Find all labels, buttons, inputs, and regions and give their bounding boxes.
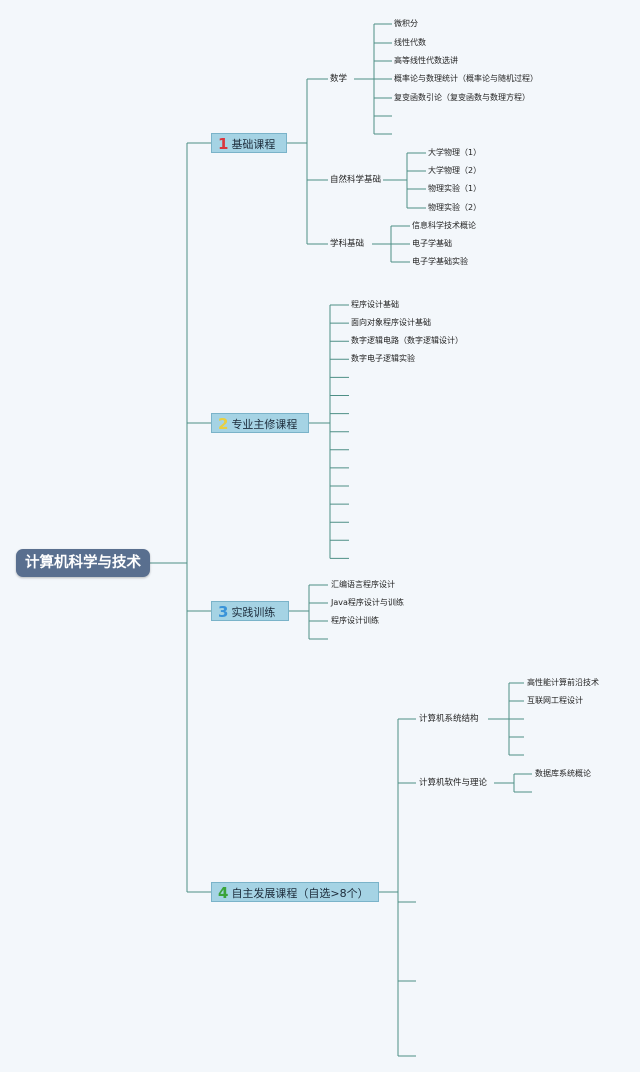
list-item: 程序设计基础 bbox=[351, 300, 399, 309]
section-number: 1 bbox=[218, 135, 229, 153]
group-software-theory: 计算机软件与理论 bbox=[419, 778, 488, 788]
list-item: 数据库系统概论 bbox=[535, 769, 591, 778]
list-item: 微积分 bbox=[394, 19, 418, 28]
list-item: 互联网工程设计 bbox=[527, 696, 583, 705]
list-item: 高等线性代数选讲 bbox=[394, 56, 458, 65]
section-label: 专业主修课程 bbox=[231, 418, 298, 431]
list-item: 数字电子逻辑实验 bbox=[351, 354, 415, 363]
section-label: 自主发展课程（自选>8个） bbox=[231, 887, 369, 900]
list-item: 复变函数引论（复变函数与数理方程） bbox=[394, 93, 530, 102]
root-node: 计算机科学与技术 bbox=[16, 549, 150, 577]
group-math: 数学 bbox=[330, 74, 348, 84]
group-natural-science: 自然科学基础 bbox=[330, 175, 382, 185]
list-item: Java程序设计与训练 bbox=[331, 598, 404, 607]
list-item: 高性能计算前沿技术 bbox=[527, 678, 599, 687]
list-item: 汇编语言程序设计 bbox=[331, 580, 395, 589]
list-item: 大学物理（1） bbox=[428, 148, 482, 157]
section-number: 3 bbox=[218, 603, 229, 621]
group-computer-architecture: 计算机系统结构 bbox=[419, 714, 479, 724]
list-item: 程序设计训练 bbox=[331, 616, 379, 625]
list-item: 大学物理（2） bbox=[428, 166, 482, 175]
list-item: 电子学基础 bbox=[412, 239, 452, 248]
section-label: 基础课程 bbox=[231, 138, 276, 151]
list-item: 物理实验（1） bbox=[428, 184, 482, 193]
list-item: 数字逻辑电路（数字逻辑设计） bbox=[351, 336, 463, 345]
list-item: 信息科学技术概论 bbox=[412, 221, 476, 230]
list-item: 线性代数 bbox=[394, 38, 426, 47]
list-item: 概率论与数理统计（概率论与随机过程） bbox=[394, 74, 538, 83]
section-number: 2 bbox=[218, 415, 229, 433]
section-number: 4 bbox=[218, 884, 229, 902]
group-discipline-basics: 学科基础 bbox=[330, 239, 365, 249]
section-label: 实践训练 bbox=[231, 606, 276, 619]
list-item: 物理实验（2） bbox=[428, 203, 482, 212]
list-item: 电子学基础实验 bbox=[412, 257, 468, 266]
list-item: 面向对象程序设计基础 bbox=[351, 318, 431, 327]
